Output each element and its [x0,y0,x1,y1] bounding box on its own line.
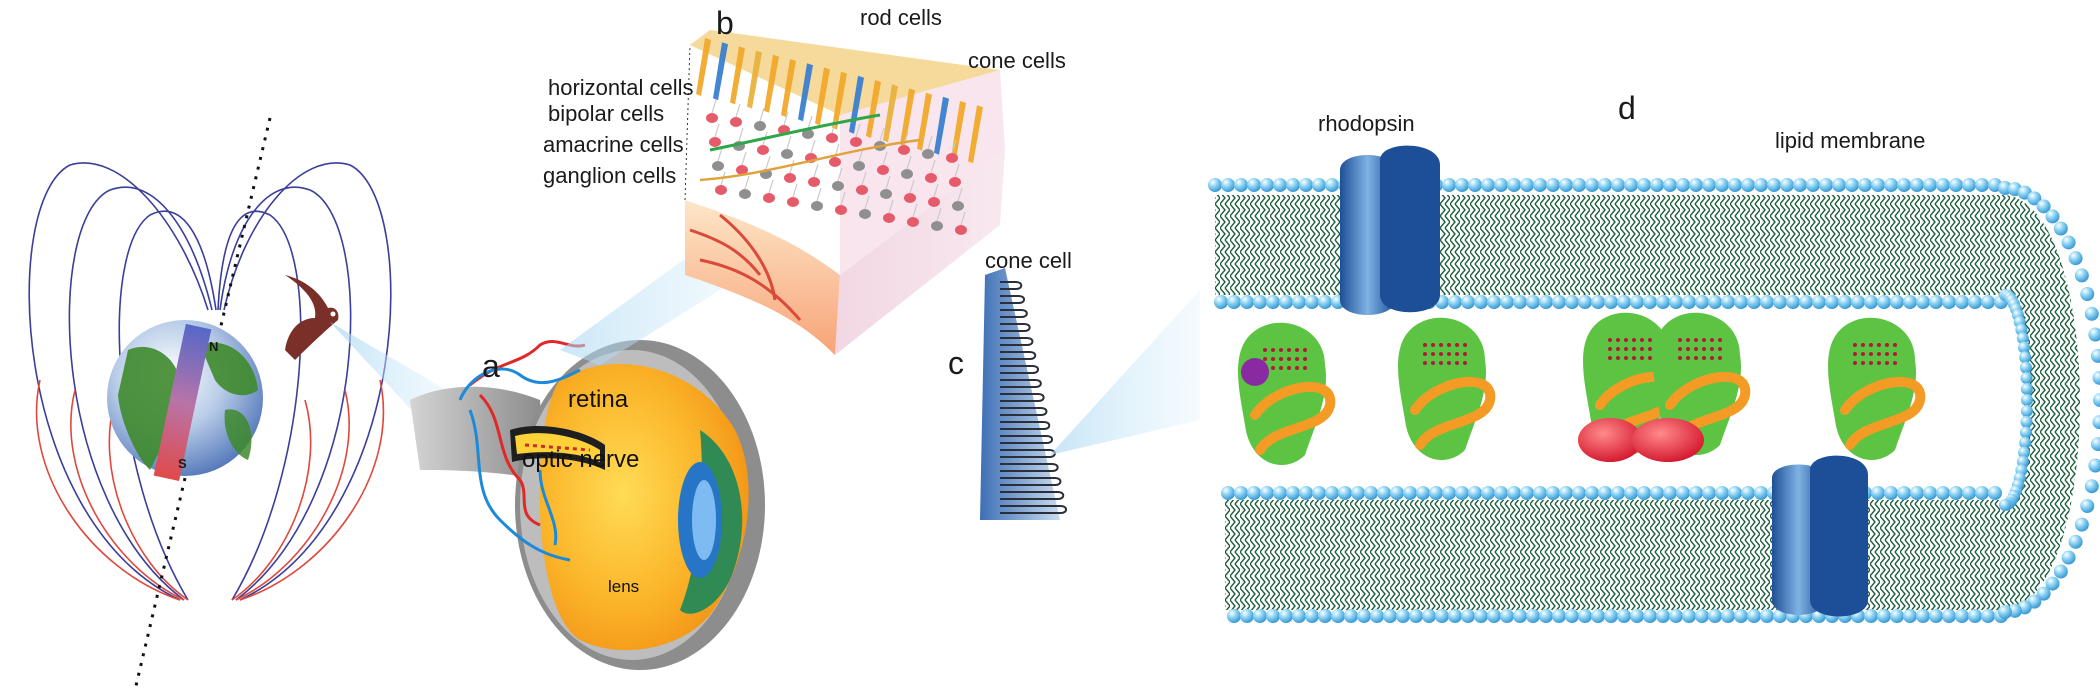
zoom-beam-membrane [1050,290,1200,455]
label-rhodopsin: rhodopsin [1318,111,1415,136]
label-rod-cells: rod cells [860,5,942,30]
retina-cell-layer [706,99,967,235]
earth-magnetic-field [28,117,392,690]
lipid-membrane-disc [1208,145,2100,623]
label-horizontal-cells: horizontal cells [548,75,694,100]
cone-cell-illustration [980,268,1068,520]
label-lens: lens [608,577,640,596]
panel-label-d: d [1618,90,1636,126]
eye-cross-section [410,339,765,670]
label-retina: retina [568,386,629,413]
label-lipid-membrane: lipid membrane [1775,128,1926,153]
panel-label-c: c [948,345,964,381]
bird-illustration [285,275,339,360]
earth-pole-south: S [178,456,187,471]
earth-pole-north: N [209,339,219,354]
panel-label-b: b [716,5,734,41]
retina-section-block [684,30,1005,355]
rhodopsin-protein [1340,145,1868,617]
signal-proteins [1238,312,1926,465]
label-cone-cell: cone cell [985,248,1072,273]
label-amacrine-cells: amacrine cells [543,132,684,157]
bar-magnet [153,323,212,481]
panel-label-a: a [482,348,500,384]
photoreceptor-layer [696,38,983,164]
label-ganglion-cells: ganglion cells [543,163,677,188]
label-optic-nerve: optic nerve [522,446,640,473]
label-bipolar-cells: bipolar cells [548,101,665,126]
label-cone-cells: cone cells [968,48,1066,73]
